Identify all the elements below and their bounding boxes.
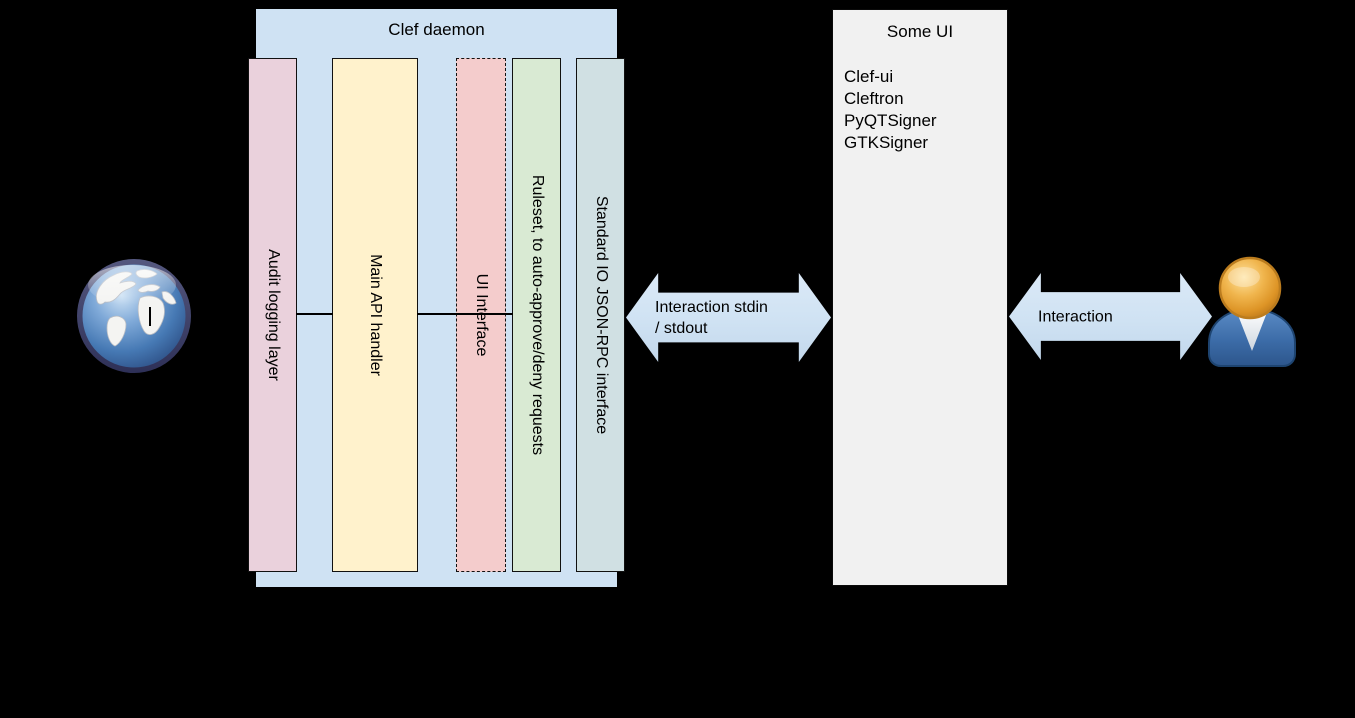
clef-daemon-box: Clef daemon (255, 8, 618, 588)
person-icon (1208, 256, 1296, 367)
bar-ui-interface: UI Interface (456, 58, 506, 572)
user-interaction-arrow-label: Interaction (1038, 308, 1113, 325)
stdio-interaction-arrow: Interaction stdin / stdout (626, 273, 831, 362)
bar-ui-interface-label: UI Interface (473, 273, 490, 357)
bar-stdio-jsonrpc-interface-label: Standard IO JSON-RPC interface (592, 195, 610, 435)
connector-tick (149, 307, 151, 326)
connector-line (417, 313, 513, 315)
bar-audit-logging-layer: Audit logging layer (248, 58, 297, 572)
clef-daemon-title: Clef daemon (388, 20, 485, 39)
bar-ruleset: Ruleset, to auto-approve/deny requests (512, 58, 561, 572)
stdio-arrow-line1: Interaction stdin (655, 298, 768, 316)
connector-line (296, 313, 333, 315)
bar-ruleset-label: Ruleset, to auto-approve/deny requests (528, 174, 546, 456)
some-ui-box: Some UI Clef-ui Cleftron PyQTSigner GTKS… (832, 9, 1008, 586)
bar-main-api-handler: Main API handler (332, 58, 418, 572)
some-ui-title: Some UI (886, 22, 954, 41)
bar-audit-logging-layer-label: Audit logging layer (264, 249, 282, 381)
some-ui-item: Cleftron (844, 89, 904, 108)
some-ui-item: Clef-ui (844, 67, 894, 86)
globe-icon (77, 259, 191, 373)
stdio-arrow-line2: / stdout (655, 319, 708, 337)
some-ui-list: Clef-ui Cleftron PyQTSigner GTKSigner (844, 66, 937, 154)
stdio-interaction-arrow-label: Interaction stdin / stdout (655, 297, 768, 339)
user-interaction-arrow: Interaction (1009, 273, 1212, 360)
bar-stdio-jsonrpc-interface: Standard IO JSON-RPC interface (576, 58, 625, 572)
some-ui-item: GTKSigner (844, 133, 929, 152)
bar-main-api-handler-label: Main API handler (367, 254, 384, 376)
some-ui-item: PyQTSigner (844, 111, 937, 130)
